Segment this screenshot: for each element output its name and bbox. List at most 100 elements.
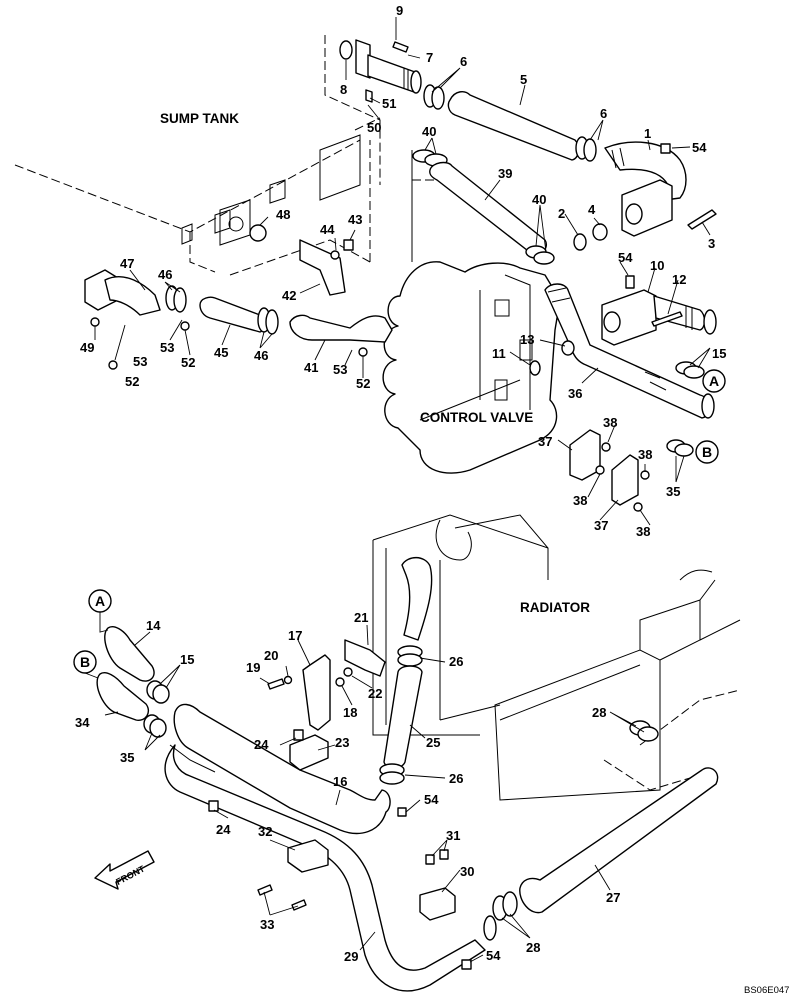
hose-clamp-26b	[379, 763, 405, 785]
callout-38a: 38	[603, 415, 617, 430]
front-direction-arrow: FRONT	[94, 850, 155, 890]
callout-54c: 54	[424, 792, 439, 807]
hose-14	[104, 626, 155, 682]
o-ring-48	[249, 224, 267, 242]
hose-45	[199, 296, 266, 333]
pipe-16	[173, 703, 391, 835]
callout-46a: 46	[158, 267, 172, 282]
callout-45: 45	[214, 345, 228, 360]
ref-a-lower: A	[95, 593, 105, 609]
callout-35a: 35	[666, 484, 680, 499]
callout-16: 16	[333, 774, 347, 789]
radiator-body	[372, 514, 741, 801]
bracket-23	[289, 734, 329, 771]
hose-5	[447, 91, 580, 161]
o-ring-2	[573, 233, 587, 251]
ref-a-circle-upper	[702, 369, 726, 393]
callout-8: 8	[340, 82, 347, 97]
callout-22: 22	[368, 686, 382, 701]
callout-11: 11	[492, 346, 506, 361]
bracket-32	[287, 839, 329, 873]
bracket-42	[299, 239, 346, 296]
bolt-52b	[108, 360, 118, 370]
callout-15a: 15	[712, 346, 726, 361]
bracket-17	[302, 654, 331, 731]
callout-54b: 54	[618, 250, 633, 265]
plug-54b	[625, 275, 635, 289]
bolt-31b	[439, 849, 449, 860]
callout-52b: 52	[181, 355, 195, 370]
callout-46b: 46	[254, 348, 268, 363]
bolt-38c	[640, 470, 650, 480]
callout-37b: 37	[594, 518, 608, 533]
bolt-33a	[257, 884, 273, 896]
callout-21: 21	[354, 610, 368, 625]
callout-38d: 38	[636, 524, 650, 539]
bolt-51	[365, 89, 373, 103]
fitting-13	[561, 340, 575, 356]
callout-50: 50	[367, 120, 381, 135]
callout-41: 41	[304, 360, 318, 375]
callout-28a: 28	[592, 705, 606, 720]
bolt-24b	[208, 800, 219, 812]
radiator-inlet-pipe	[401, 556, 433, 641]
radiator-label: RADIATOR	[520, 600, 590, 615]
elbow-47	[104, 276, 161, 316]
bolt-31a	[425, 854, 435, 865]
callout-52a: 52	[125, 374, 139, 389]
bracket-37a	[569, 429, 601, 481]
callout-14: 14	[146, 618, 161, 633]
callout-52c: 52	[356, 376, 370, 391]
elbow-block-1	[604, 141, 687, 237]
callout-51: 51	[382, 96, 396, 111]
callout-36: 36	[568, 386, 582, 401]
pipe-29-end	[483, 915, 497, 941]
callout-40b: 40	[532, 192, 546, 207]
drawing-code: BS06E047	[744, 985, 789, 996]
callout-17: 17	[288, 628, 302, 643]
hose-34	[96, 672, 150, 721]
bolt-33b	[291, 899, 307, 911]
bolt-18	[335, 677, 345, 687]
callout-31: 31	[446, 828, 460, 843]
callout-4: 4	[588, 202, 596, 217]
callout-49: 49	[80, 340, 94, 355]
callout-24a: 24	[254, 737, 269, 752]
bolt-38a	[601, 442, 611, 452]
bolt-24a	[293, 729, 304, 741]
hose-clamp-6a	[423, 84, 445, 110]
hose-clamp-46a	[165, 285, 187, 313]
o-ring-8	[339, 40, 353, 60]
hose-27	[519, 767, 719, 914]
pipe-36	[544, 283, 715, 419]
callout-6a: 6	[460, 54, 467, 69]
callout-42: 42	[282, 288, 296, 303]
callout-30: 30	[460, 864, 474, 879]
callout-44: 44	[320, 222, 335, 237]
hose-clamp-26a	[397, 645, 423, 667]
plug-54a	[660, 143, 671, 154]
bolt-3	[687, 209, 717, 230]
fitting-4	[592, 223, 608, 241]
hose-25	[383, 665, 423, 769]
callout-7: 7	[426, 50, 433, 65]
leader-lines	[84, 17, 711, 963]
callout-26a: 26	[449, 654, 463, 669]
callout-38c: 38	[638, 447, 652, 462]
bolt-38b	[595, 465, 605, 475]
callout-29: 29	[344, 949, 358, 964]
hose-clamp-35a	[666, 439, 694, 457]
callout-48: 48	[276, 207, 290, 222]
callout-20: 20	[264, 648, 278, 663]
hose-clamp-40b	[525, 245, 555, 265]
hose-clamp-46b	[257, 307, 279, 335]
callout-24b: 24	[216, 822, 231, 837]
hose-39	[429, 161, 547, 256]
callout-5: 5	[520, 72, 527, 87]
callout-38b: 38	[573, 493, 587, 508]
control-valve-label: CONTROL VALVE	[420, 410, 533, 425]
callout-1: 1	[644, 126, 651, 141]
callout-25: 25	[426, 735, 440, 750]
